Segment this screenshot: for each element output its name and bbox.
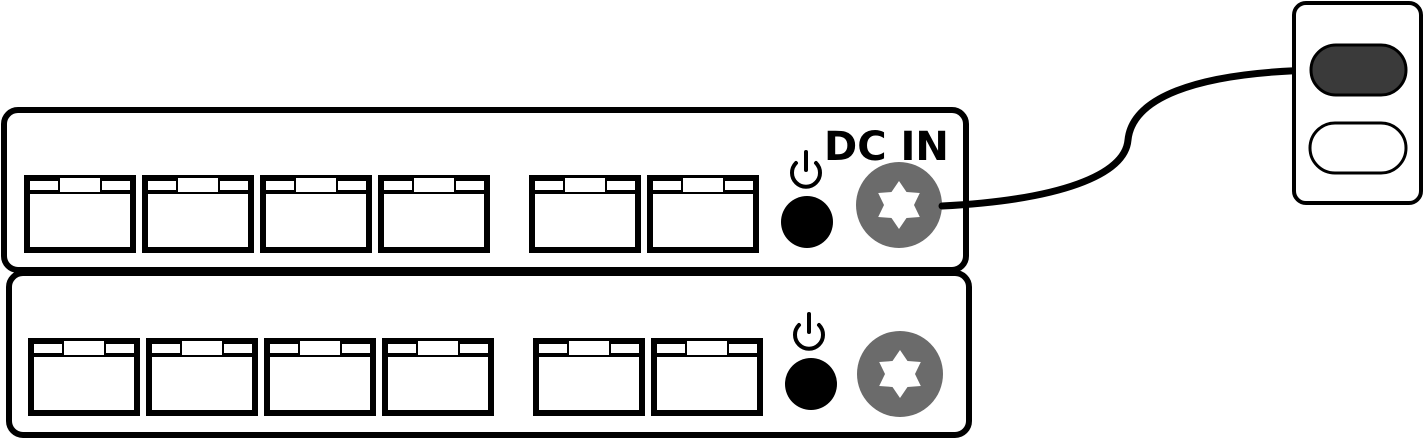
- power-icon: [793, 312, 825, 351]
- power-icon: [790, 150, 822, 189]
- device-bottom: [6, 270, 972, 438]
- ethernet-port-icon[interactable]: [529, 175, 641, 253]
- port-group-bottom-right: [533, 338, 763, 416]
- power-cable: [938, 66, 1324, 210]
- power-button[interactable]: [785, 358, 837, 410]
- port-group-bottom-left: [28, 338, 494, 416]
- dc-jack-icon[interactable]: [857, 331, 943, 417]
- ethernet-port-icon[interactable]: [24, 175, 136, 253]
- star-icon: [878, 181, 920, 229]
- dc-in-label: DC IN: [824, 124, 949, 170]
- star-icon: [879, 350, 921, 398]
- port-group-top-left: [24, 175, 490, 253]
- wall-outlet: [1292, 1, 1423, 205]
- outlet-socket-empty[interactable]: [1308, 121, 1408, 175]
- ethernet-port-icon[interactable]: [533, 338, 645, 416]
- device-top: DC IN: [1, 107, 969, 273]
- port-group-top-right: [529, 175, 759, 253]
- ethernet-port-icon[interactable]: [260, 175, 372, 253]
- ethernet-port-icon[interactable]: [142, 175, 254, 253]
- ethernet-port-icon[interactable]: [378, 175, 490, 253]
- ethernet-port-icon[interactable]: [647, 175, 759, 253]
- plug-icon[interactable]: [1309, 43, 1408, 97]
- ethernet-port-icon[interactable]: [651, 338, 763, 416]
- ethernet-port-icon[interactable]: [264, 338, 376, 416]
- ethernet-port-icon[interactable]: [382, 338, 494, 416]
- power-button[interactable]: [781, 196, 833, 248]
- ethernet-port-icon[interactable]: [28, 338, 140, 416]
- dc-jack-icon[interactable]: [856, 162, 942, 248]
- ethernet-port-icon[interactable]: [146, 338, 258, 416]
